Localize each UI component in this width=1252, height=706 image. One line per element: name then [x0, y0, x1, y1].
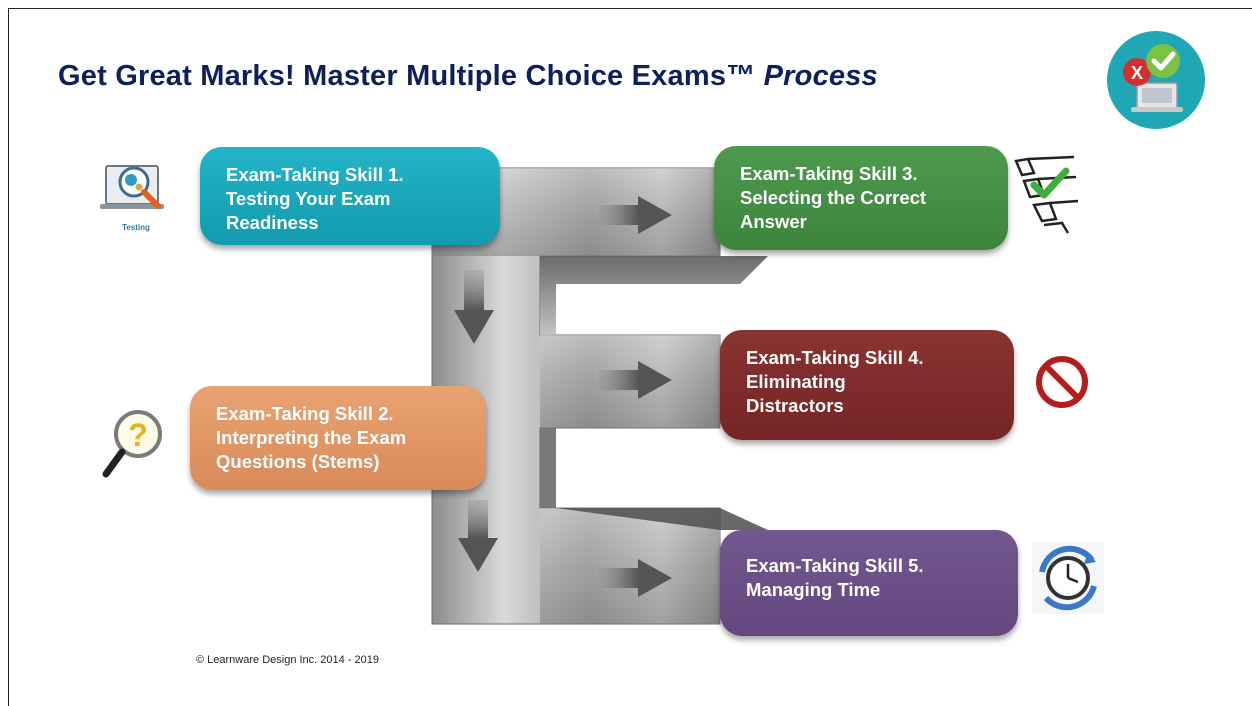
step-2-line2: Interpreting the Exam	[216, 427, 407, 448]
slide-frame	[8, 8, 1252, 706]
step-4-line3: Distractors	[746, 395, 844, 416]
step-5-box: Exam-Taking Skill 5. Managing Time	[720, 530, 1018, 636]
step-5-line1: Exam-Taking Skill 5.	[746, 555, 924, 576]
step-1-line3: Readiness	[226, 212, 319, 233]
step-2-box: Exam-Taking Skill 2. Interpreting the Ex…	[190, 386, 486, 490]
arrow-right-3	[598, 559, 672, 597]
arrow-right-1	[598, 196, 672, 234]
logo-x-mark: X	[1131, 63, 1143, 83]
exam-check-logo-icon: X	[1107, 31, 1205, 129]
step-2-line1: Exam-Taking Skill 2.	[216, 403, 394, 424]
magnifier-question-icon: ?	[102, 410, 162, 478]
clock-icon	[1032, 542, 1104, 614]
arrow-right-2	[598, 361, 672, 399]
testing-caption: Testing	[122, 223, 150, 232]
step-2-line3: Questions (Stems)	[216, 451, 380, 472]
step-4-line2: Eliminating	[746, 371, 846, 392]
step-4-line1: Exam-Taking Skill 4.	[746, 347, 924, 368]
svg-text:?: ?	[128, 417, 148, 453]
title-italic: Process	[763, 60, 878, 92]
step-3-line2: Selecting the Correct	[740, 187, 927, 208]
arrow-down-2	[458, 500, 498, 572]
prohibited-icon	[1036, 356, 1088, 408]
step-3-line1: Exam-Taking Skill 3.	[740, 163, 918, 184]
step-1-line2: Testing Your Exam	[226, 188, 391, 209]
step-1-line1: Exam-Taking Skill 1.	[226, 164, 404, 185]
e-shape	[431, 167, 768, 625]
laptop-testing-icon: Testing	[100, 165, 164, 232]
copyright-text: © Learnware Design Inc. 2014 - 2019	[196, 654, 379, 666]
step-3-line3: Answer	[740, 211, 807, 232]
arrow-down-1	[454, 270, 494, 344]
step-5-line2: Managing Time	[746, 579, 881, 600]
step-3-box: Exam-Taking Skill 3. Selecting the Corre…	[714, 146, 1008, 250]
checklist-icon	[1014, 155, 1079, 234]
slide-title: Get Great Marks! Master Multiple Choice …	[58, 60, 878, 93]
title-main: Get Great Marks! Master Multiple Choice …	[58, 60, 756, 92]
step-1-box: Exam-Taking Skill 1. Testing Your Exam R…	[200, 147, 500, 245]
step-4-box: Exam-Taking Skill 4. Eliminating Distrac…	[720, 330, 1014, 440]
